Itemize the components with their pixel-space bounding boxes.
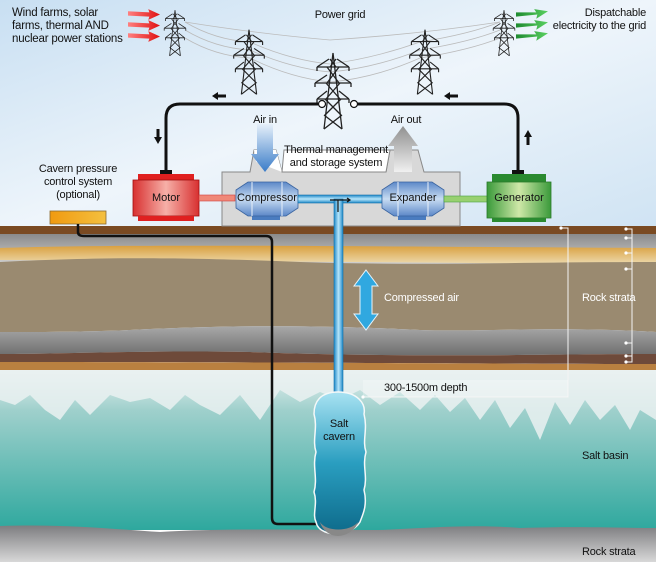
connector-node — [349, 99, 359, 109]
compressor — [235, 181, 299, 220]
double-arrow-icon — [353, 269, 379, 331]
valve-icon — [330, 197, 352, 212]
compressed-air-label: Compressed air — [384, 292, 459, 304]
thermal-label-line: Thermal management — [283, 144, 388, 156]
salt-basin-label: Salt basin — [582, 450, 629, 462]
power-wire-to-motor — [164, 102, 318, 172]
power-wire-from-generator — [354, 102, 520, 172]
dispatchable-label: Dispatchable electricity to the grid — [540, 7, 646, 33]
salt-basin-top-texture — [0, 370, 656, 440]
connector-node — [317, 99, 327, 109]
compressor-label: Compressor — [237, 192, 297, 204]
pressure-control-line — [76, 224, 328, 526]
power-grid-label: Power grid — [314, 9, 366, 21]
depth-label-bg — [363, 380, 568, 397]
cavern-pressure-label-line: control system — [43, 176, 113, 188]
dispatchable-label-line: Dispatchable — [584, 7, 646, 19]
depth-label: 300-1500m depth — [384, 382, 468, 394]
cavern-pressure-label-line: Cavern pressure — [38, 163, 118, 175]
dispatchable-label-line: electricity to the grid — [552, 20, 646, 32]
salt-cavern-label: Salt cavern — [318, 418, 360, 444]
sources-label-line: nuclear power stations — [12, 33, 123, 45]
direction-arrow-icon — [154, 92, 532, 145]
generator-label: Generator — [494, 192, 544, 204]
salt-cavern — [313, 391, 367, 535]
rock-strata-bracket — [626, 228, 633, 363]
air-pipe-vertical — [333, 198, 344, 398]
motor — [132, 174, 200, 221]
thermal-label-line: and storage system — [289, 157, 383, 169]
wire-terminal — [512, 170, 524, 174]
cavern-pressure-label: Cavern pressure control system (optional… — [26, 163, 130, 202]
air-in-arrow-icon — [251, 124, 279, 172]
cavern-sump — [320, 522, 358, 536]
sources-label-line: farms, thermal AND — [12, 20, 109, 32]
generator — [486, 174, 552, 222]
cavern-pressure-control-box — [49, 210, 107, 225]
salt-cavern-label-line: cavern — [323, 431, 355, 443]
air-in-label: Air in — [253, 114, 277, 126]
expander — [381, 181, 445, 220]
expander-label: Expander — [389, 192, 437, 204]
stratum-rock-bottom — [0, 525, 656, 562]
bracket-dot — [559, 226, 563, 230]
cavern-pressure-label-line: (optional) — [56, 189, 100, 201]
rock-strata-lower-label: Rock strata — [582, 546, 636, 558]
thermal-label-panel — [281, 149, 391, 173]
depth-bracket — [363, 227, 569, 398]
ground-surface — [0, 226, 656, 234]
generator-shaft — [443, 195, 489, 203]
motor-label: Motor — [151, 192, 181, 204]
sources-label: Wind farms, solar farms, thermal AND nuc… — [12, 7, 123, 46]
sources-label-line: Wind farms, solar — [12, 7, 99, 19]
bracket-dot — [361, 395, 365, 399]
air-out-label: Air out — [390, 114, 422, 126]
thermal-management-label: Thermal management and storage system — [278, 144, 394, 170]
stratum-grey — [0, 326, 656, 356]
salt-cavern-label-line: Salt — [329, 418, 349, 430]
rock-strata-upper-label: Rock strata — [582, 292, 636, 304]
stratum-orange — [0, 362, 656, 371]
wire-terminal — [160, 170, 172, 174]
motor-shaft — [198, 194, 236, 202]
air-out-arrow-icon — [388, 126, 418, 172]
stratum-brown — [0, 258, 656, 332]
stratum-dark-brown — [0, 351, 656, 364]
strata-markers — [624, 227, 628, 364]
